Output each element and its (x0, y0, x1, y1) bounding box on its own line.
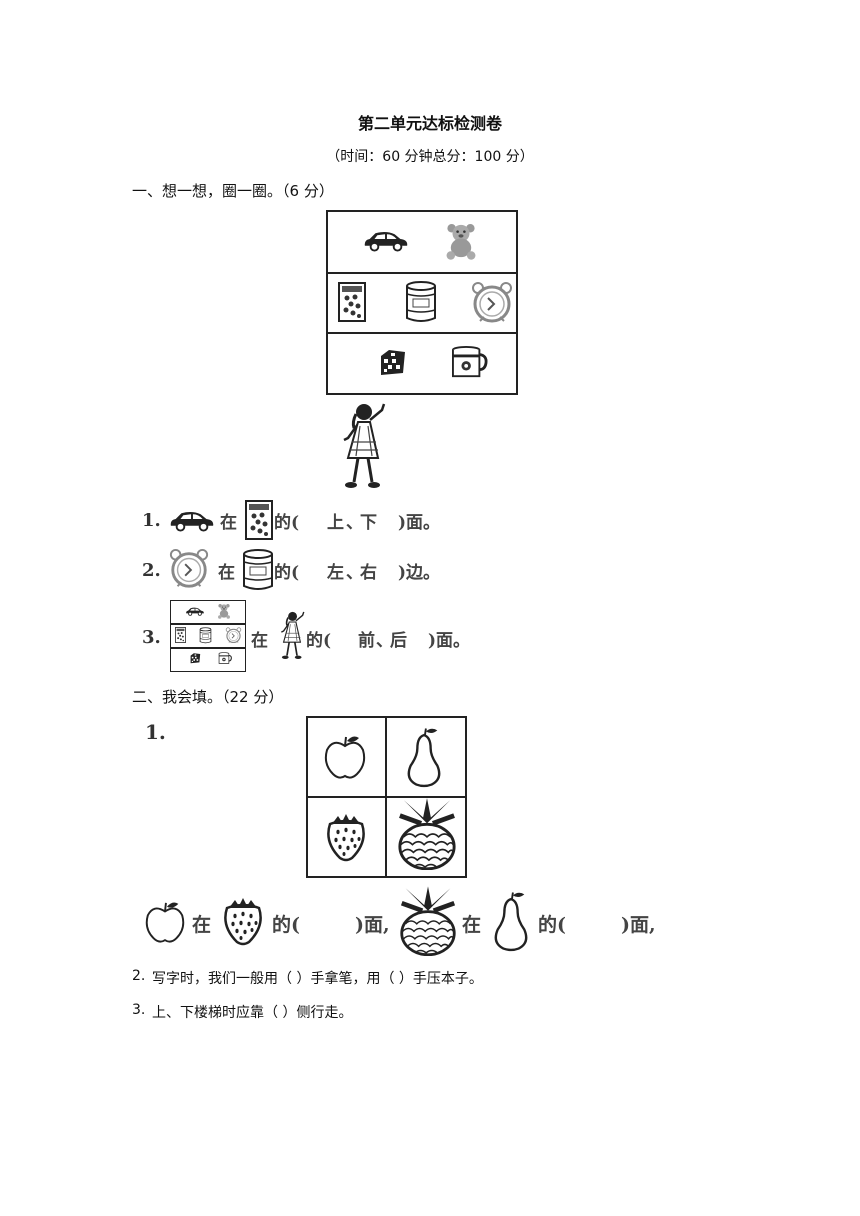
s1-q3-at: 在 (251, 631, 268, 651)
apple-icon (144, 900, 186, 944)
s2-q3-text: 上、下楼梯时应靠（ ）侧行走。 (152, 1005, 353, 1021)
s2-q1-blank-1[interactable] (318, 910, 352, 934)
fruit-grid (306, 716, 467, 878)
s2-q1-close-2: )面, (621, 914, 656, 936)
can-icon (242, 548, 274, 592)
teddy-bear-icon (217, 603, 231, 619)
s1-q3-choice-front[interactable]: 前 (358, 631, 375, 651)
alarm-clock-icon (225, 627, 242, 644)
alarm-clock-icon (470, 281, 514, 325)
pear-icon (405, 726, 443, 788)
section1-heading: 一、想一想，圈一圈。（6 分） (132, 182, 334, 200)
car-icon (185, 606, 205, 616)
s2-q1-at-1: 在 (192, 914, 212, 936)
dice-icon (377, 347, 407, 377)
s1-q2-at: 在 (218, 563, 235, 583)
strawberry-icon (221, 896, 265, 946)
s2-q3-number: 3. (132, 1002, 146, 1018)
can-icon (405, 280, 437, 324)
dice-icon (189, 652, 201, 664)
pineapple-icon (398, 886, 458, 956)
s1-q2-choice-right[interactable]: 右 (360, 563, 377, 583)
girl-icon (278, 610, 306, 662)
pear-icon (492, 890, 530, 952)
s2-q1-close-1: )面, (355, 914, 390, 936)
book-icon (175, 627, 186, 643)
s1-q3-sep: 、 (376, 631, 393, 651)
alarm-clock-icon (168, 548, 210, 590)
s1-q2-of: 的( (274, 563, 300, 583)
mug-icon (450, 346, 488, 380)
s1-q2-close: )边。 (398, 563, 441, 583)
shelf-grid (326, 210, 518, 395)
s1-q2-sep: 、 (346, 563, 363, 583)
s1-q2-choice-left[interactable]: 左 (327, 563, 344, 583)
car-icon (362, 228, 410, 252)
s1-q1-choice-up[interactable]: 上 (327, 513, 344, 533)
s1-q1-sep: 、 (346, 513, 363, 533)
s1-q1-of: 的( (274, 513, 300, 533)
s1-q2-number: 2. (142, 560, 161, 581)
s2-q1-number: 1. (145, 720, 166, 744)
s1-q3-close: )面。 (428, 631, 471, 651)
girl-icon (338, 402, 388, 492)
s1-q1-at: 在 (220, 513, 237, 533)
car-icon (168, 508, 216, 532)
s2-q1-of-1: 的( (272, 914, 300, 936)
s1-q3-number: 3. (142, 627, 161, 648)
s1-q3-choice-back[interactable]: 后 (390, 631, 407, 651)
s2-q1-at-2: 在 (462, 914, 482, 936)
s1-q1-choice-down[interactable]: 下 (360, 513, 377, 533)
s2-q1-of-2: 的( (538, 914, 566, 936)
s2-q2-text: 写字时，我们一般用（ ）手拿笔，用（ ）手压本子。 (152, 971, 483, 987)
teddy-bear-icon (444, 220, 478, 262)
mug-icon (218, 652, 232, 665)
section2-heading: 二、我会填。（22 分） (132, 688, 284, 706)
s2-q2-number: 2. (132, 968, 146, 984)
s1-q1-close: )面。 (398, 513, 441, 533)
book-icon (245, 500, 273, 540)
pineapple-icon (396, 798, 458, 870)
can-icon (199, 627, 212, 644)
apple-icon (323, 734, 367, 780)
mini-shelf-grid (170, 600, 246, 672)
book-icon (338, 282, 366, 322)
page-title: 第二单元达标检测卷 (357, 114, 502, 133)
strawberry-icon (324, 812, 368, 862)
s1-q1-number: 1. (142, 510, 161, 531)
exam-info: （时间：60 分钟总分：100 分） (326, 149, 534, 165)
s1-q3-of: 的( (306, 631, 332, 651)
s2-q1-blank-2[interactable] (584, 910, 618, 934)
